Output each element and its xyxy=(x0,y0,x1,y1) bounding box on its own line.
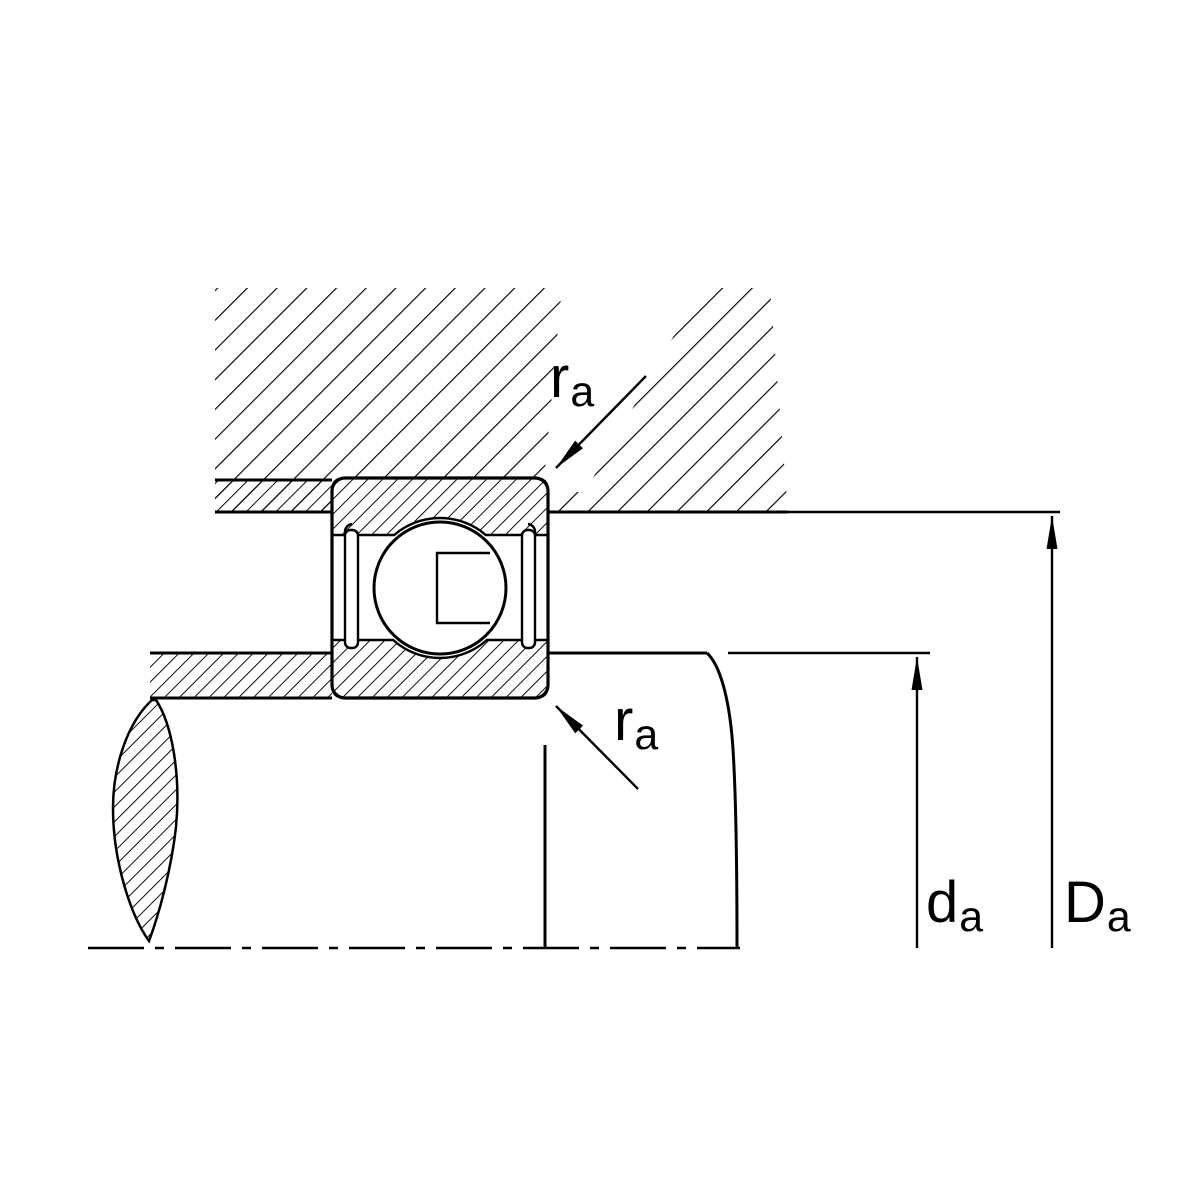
seal-left-body xyxy=(343,528,360,650)
label-da-main: d xyxy=(926,870,959,935)
leader-ra-top xyxy=(555,375,647,469)
seal-left-anchor xyxy=(343,522,353,534)
label-ra-housing-main: r xyxy=(550,345,570,410)
bearing-cage xyxy=(435,551,490,625)
leader-ra-bottom xyxy=(555,705,639,790)
bearing-seal-left xyxy=(343,522,360,650)
bearing-outer-ring xyxy=(330,476,550,537)
seal-right-anchor xyxy=(527,522,537,534)
bearing-inner-ring xyxy=(330,638,550,700)
bearing-ball xyxy=(372,520,508,656)
label-Da: Da xyxy=(1064,874,1131,939)
housing-shoulder-strip xyxy=(215,480,332,512)
shaft-section xyxy=(111,651,739,949)
label-ra-shaft-sub: a xyxy=(634,711,659,760)
label-Da-main: D xyxy=(1064,870,1106,935)
label-ra-shaft: ra xyxy=(614,692,658,757)
label-ra-housing-sub: a xyxy=(570,368,595,417)
label-da-sub: a xyxy=(959,893,984,942)
shaft-shoulder-strip xyxy=(150,653,332,698)
label-ra-shaft-main: r xyxy=(614,688,634,753)
label-ra-housing: ra xyxy=(550,349,594,414)
label-da: da xyxy=(926,874,983,939)
bearing xyxy=(330,476,550,700)
shaft-contour xyxy=(705,651,739,949)
dimensions xyxy=(555,375,1060,948)
label-Da-sub: a xyxy=(1106,893,1131,942)
bearing-seal-right xyxy=(520,522,537,650)
seal-right-body xyxy=(520,528,537,650)
housing-section xyxy=(215,286,788,514)
shaft-section-break xyxy=(111,698,179,944)
